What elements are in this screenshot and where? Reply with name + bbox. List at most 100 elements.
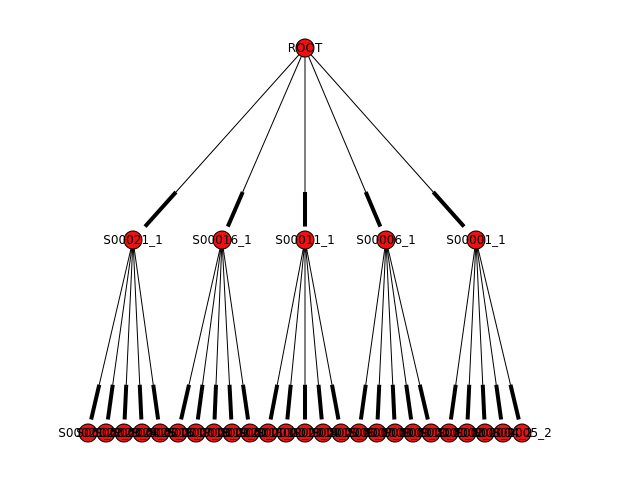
edge-group-0-to-leaf-1-head (105, 384, 115, 420)
edge-group-0-to-leaf-3-head (137, 384, 144, 420)
leaf-1-2-label: S00018_2 (184, 426, 243, 440)
leaf-1-4-label: S00020_2 (220, 426, 279, 440)
edge-group-1-to-leaf-3-head (227, 384, 234, 420)
leaf-2-3-label: S00014_2 (293, 426, 352, 440)
leaf-2-4-label: S00015_2 (311, 426, 370, 440)
edge-group-4-to-leaf-3-head (494, 384, 504, 420)
edge-group-4-to-leaf-4 (475, 239, 511, 385)
edge-root-to-group-0-head (143, 190, 178, 228)
leaf-4-3-label: S00004_2 (473, 426, 532, 440)
edge-group-2-to-leaf-0 (276, 239, 306, 385)
edge-group-4-to-leaf-0 (455, 239, 477, 385)
group-2-node (295, 230, 315, 250)
edge-group-3-to-leaf-3-head (404, 384, 414, 420)
leaf-2-2-label: S00013_2 (275, 426, 334, 440)
edge-group-0-to-leaf-0 (98, 239, 134, 385)
leaf-1-3-label: S00019_2 (202, 426, 261, 440)
edge-group-3-to-leaf-2-head (390, 384, 397, 420)
edge-group-1-to-leaf-2-head (212, 384, 218, 420)
leaf-4-4-label: S00005_2 (492, 426, 551, 440)
edge-group-2-to-leaf-0-head (268, 384, 280, 420)
edge-group-1-to-leaf-2 (215, 239, 223, 385)
leaf-0-1-label: S00022_2 (76, 426, 135, 440)
edge-group-0-to-leaf-2-head (122, 384, 129, 420)
edge-group-3-to-leaf-0 (365, 239, 387, 385)
edge-group-3-to-leaf-4-head (417, 384, 430, 420)
edge-group-0-to-leaf-2 (125, 239, 134, 385)
leaf-2-1-label: S00012_2 (256, 426, 315, 440)
leaf-4-3-node (493, 423, 513, 443)
leaf-4-1-label: S00002_2 (437, 426, 496, 440)
edge-group-1-to-leaf-1 (202, 239, 223, 385)
leaf-3-2-label: S00008_2 (365, 426, 424, 440)
edge-group-2-to-leaf-3 (304, 239, 319, 385)
leaf-0-3-label: S00024_2 (112, 426, 171, 440)
edge-group-2-to-leaf-1-head (285, 384, 293, 420)
edge-group-0-to-leaf-1 (112, 239, 134, 385)
edge-group-3-to-leaf-1 (378, 239, 387, 385)
leaf-0-0-label: S00021_2 (58, 426, 117, 440)
edge-root-to-group-4 (304, 47, 434, 193)
edge-group-3-to-leaf-0-head (358, 384, 368, 420)
edge-group-1-to-leaf-0 (188, 239, 223, 385)
leaf-1-0-label: S00016_2 (148, 426, 207, 440)
edges-layer (89, 47, 521, 420)
edge-group-0-to-leaf-3 (132, 239, 141, 385)
edge-group-4-to-leaf-2-head (480, 384, 487, 420)
edge-group-4-to-leaf-0-head (448, 384, 458, 420)
group-1-node (212, 230, 232, 250)
edge-root-to-group-3 (304, 47, 367, 193)
edge-group-1-to-leaf-4 (221, 239, 244, 385)
leaf-4-4-node (512, 423, 532, 443)
edge-group-3-to-leaf-3 (385, 239, 407, 385)
edge-root-to-group-3-head (363, 191, 383, 228)
leaf-3-3-label: S00009_2 (383, 426, 442, 440)
group-4-node (466, 230, 486, 250)
edge-group-4-to-leaf-2 (475, 239, 484, 385)
edge-group-4-to-leaf-3 (475, 239, 497, 385)
edge-group-4-to-leaf-4-head (508, 384, 521, 420)
group-3-node (376, 230, 396, 250)
leaf-3-0-label: S00006_2 (329, 426, 388, 440)
leaf-3-1-label: S00007_2 (347, 426, 406, 440)
edge-group-2-to-leaf-4-head (330, 384, 341, 420)
edge-group-1-to-leaf-1-head (195, 384, 205, 420)
group-0-label: S00021_1 (103, 233, 162, 247)
edge-root-to-group-1-head (225, 191, 245, 228)
edge-root-to-group-0 (175, 47, 306, 193)
edge-group-2-to-leaf-1 (290, 239, 306, 385)
edge-group-1-to-leaf-0-head (179, 384, 191, 420)
edge-root-to-group-1 (242, 47, 306, 193)
edge-group-3-to-leaf-1-head (375, 384, 382, 420)
edge-group-1-to-leaf-4-head (241, 384, 251, 420)
leaf-0-2-label: S00023_2 (94, 426, 153, 440)
root-node (295, 38, 315, 58)
leaf-4-0-label: S00001_2 (419, 426, 478, 440)
leaf-4-2-label: S00003_2 (455, 426, 514, 440)
edge-group-2-to-leaf-3-head (316, 384, 324, 420)
root-label: ROOT (288, 41, 323, 55)
nodes-layer (78, 38, 532, 443)
leaf-3-4-label: S00010_2 (401, 426, 460, 440)
leaf-2-0-label: S00011_2 (238, 426, 297, 440)
group-0-node (123, 230, 143, 250)
leaf-2-1-node (276, 423, 296, 443)
group-1-label: S00016_1 (192, 233, 251, 247)
leaf-0-4-label: S00025_2 (130, 426, 189, 440)
leaf-1-1-label: S00017_2 (166, 426, 225, 440)
edge-group-0-to-leaf-4-head (151, 384, 161, 420)
edge-group-3-to-leaf-4 (385, 239, 421, 385)
group-4-label: S00001_1 (446, 233, 505, 247)
edge-group-0-to-leaf-4 (132, 239, 154, 385)
edge-group-2-to-leaf-4 (304, 239, 333, 385)
group-3-label: S00006_1 (356, 233, 415, 247)
edge-group-4-to-leaf-1 (468, 239, 477, 385)
edge-group-3-to-leaf-2 (385, 239, 394, 385)
edge-group-1-to-leaf-3 (221, 239, 230, 385)
edge-group-0-to-leaf-0-head (89, 384, 102, 420)
edge-root-to-group-4-head (431, 190, 466, 228)
edge-group-4-to-leaf-1-head (465, 384, 472, 420)
